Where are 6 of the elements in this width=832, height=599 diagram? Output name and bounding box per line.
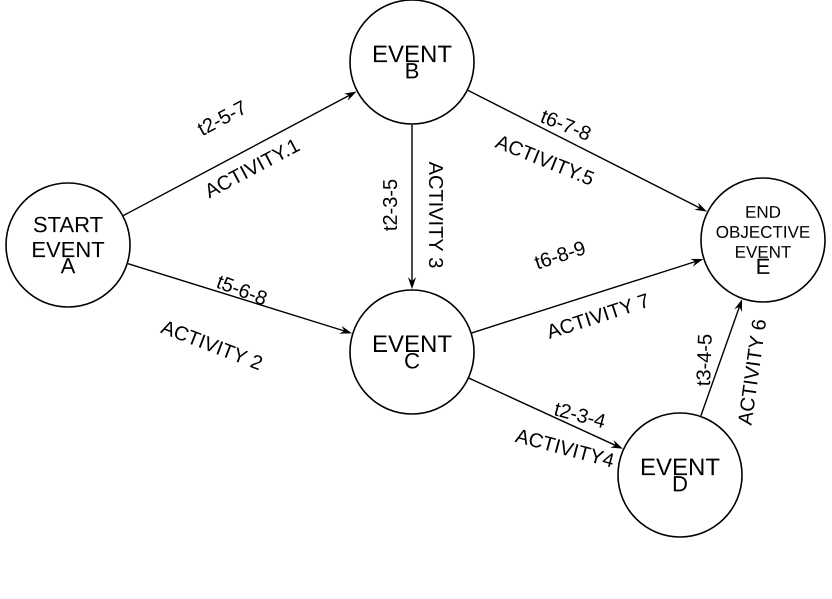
edge-label: ACTIVITY 3 xyxy=(428,162,444,268)
duration-label: t2-3-4 xyxy=(554,402,605,428)
duration-label: t3-4-5 xyxy=(696,334,712,386)
duration-label: t6-8-9 xyxy=(534,242,585,269)
duration-label: t5-6-8 xyxy=(217,276,267,304)
duration-label: t2-3-5 xyxy=(382,180,398,231)
